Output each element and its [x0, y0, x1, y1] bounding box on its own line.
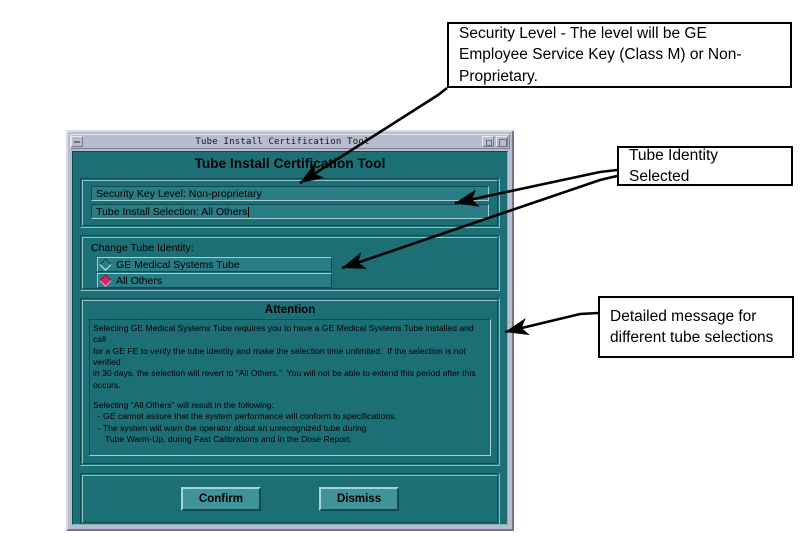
radio-option-ge-medical-systems-tube[interactable]: GE Medical Systems Tube: [97, 257, 332, 272]
page-title: Tube Install Certification Tool: [194, 156, 386, 171]
diamond-radio-icon[interactable]: [99, 258, 112, 271]
radio-option-label: All Others: [116, 274, 163, 287]
tube-install-selection-field[interactable]: Tube Install Selection: All Others: [91, 204, 489, 219]
security-key-level-field[interactable]: Security Key Level: Non-proprietary: [91, 186, 489, 201]
dismiss-button[interactable]: Dismiss: [318, 487, 400, 511]
application-window: Tube Install Certification Tool Tube Ins…: [66, 130, 514, 531]
annotation-detailed-message-text: Detailed message for different tube sele…: [610, 307, 774, 346]
minimize-icon[interactable]: [71, 136, 83, 147]
attention-panel: Attention Selecting GE Medical Systems T…: [80, 298, 500, 466]
attention-message-box: Selecting GE Medical Systems Tube requir…: [89, 319, 491, 456]
status-panel: Security Key Level: Non-proprietary Tube…: [80, 178, 500, 228]
change-tube-identity-label: Change Tube Identity:: [91, 242, 194, 254]
button-panel: Confirm Dismiss: [80, 473, 500, 524]
attention-paragraph-1: Selecting GE Medical Systems Tube requir…: [93, 323, 476, 390]
annotation-tube-identity: Tube Identity Selected: [617, 146, 793, 186]
maximize-icon[interactable]: [496, 136, 508, 147]
paragraph-spacer: [93, 391, 487, 400]
annotation-security-level-text: Security Level - The level will be GE Em…: [459, 24, 742, 85]
restore-icon[interactable]: [482, 136, 494, 147]
tube-install-selection-value: Tube Install Selection: All Others: [96, 206, 248, 218]
diamond-radio-icon[interactable]: [99, 274, 112, 287]
arrow-to-attention-text: [504, 311, 599, 336]
annotation-security-level: Security Level - The level will be GE Em…: [447, 22, 792, 88]
window-client-area: Tube Install Certification Tool Security…: [72, 151, 508, 525]
security-key-level-value: Security Key Level: Non-proprietary: [96, 188, 262, 200]
window-title-text: Tube Install Certification Tool: [195, 136, 370, 147]
change-tube-identity-panel: Change Tube Identity: GE Medical Systems…: [80, 235, 500, 291]
text-caret: [248, 207, 250, 217]
confirm-button[interactable]: Confirm: [180, 487, 261, 511]
annotation-tube-identity-text: Tube Identity Selected: [629, 146, 719, 185]
radio-option-all-others[interactable]: All Others: [97, 273, 332, 288]
window-titlebar[interactable]: Tube Install Certification Tool: [70, 134, 510, 149]
radio-option-label: GE Medical Systems Tube: [116, 258, 240, 271]
attention-paragraph-2: Selecting "All Others" will result in th…: [93, 400, 397, 445]
annotation-detailed-message: Detailed message for different tube sele…: [598, 296, 794, 358]
attention-heading: Attention: [264, 304, 316, 316]
